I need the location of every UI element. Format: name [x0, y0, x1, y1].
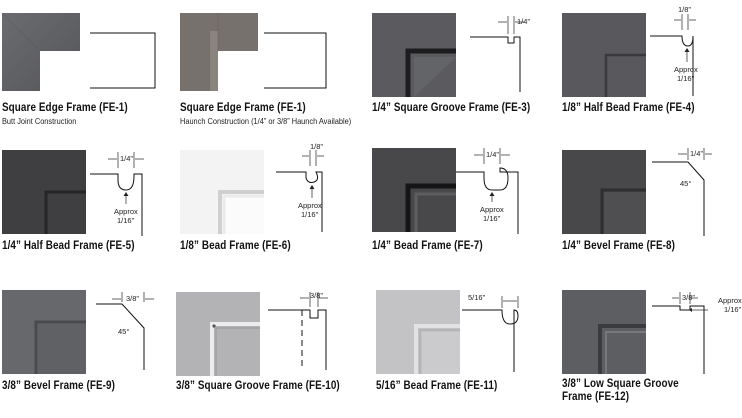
dimension-label: 3/8”: [310, 291, 323, 300]
frame-subtitle: Haunch Construction (1/4” or 3/8” Haunch…: [180, 116, 352, 126]
approx-value: 1/16”: [301, 210, 319, 219]
frame-title: 1/4” Bead Frame (FE-7): [372, 240, 483, 252]
frame-title: 1/8” Half Bead Frame (FE-4): [562, 102, 695, 114]
dimension-label: 1/4”: [690, 149, 703, 158]
dimension-label: 3/8”: [682, 293, 695, 302]
approx-label: Approx: [298, 201, 322, 210]
approx-label: Approx: [674, 65, 698, 74]
approx-value: 1/16”: [677, 74, 695, 83]
profile-drawing: 5/16”: [462, 290, 552, 380]
frame-title: 1/4” Half Bead Frame (FE-5): [2, 240, 135, 252]
frame-title: 3/8” Low Square Groove Frame (FE-12): [562, 378, 679, 403]
profile-drawing: 3/8” 45°: [92, 290, 182, 380]
approx-label: Approx: [718, 296, 742, 305]
frame-photo: [562, 13, 646, 97]
profile-drawing: 1/4”: [470, 12, 560, 92]
frame-photo: [2, 150, 86, 234]
frame-title: 1/4” Square Groove Frame (FE-3): [372, 102, 531, 114]
approx-value: 1/16”: [724, 305, 742, 314]
frame-title: 3/8” Bevel Frame (FE-9): [2, 380, 116, 392]
dimension-label: 1/8”: [310, 142, 323, 151]
frame-photo: [180, 13, 258, 91]
approx-label: Approx: [480, 205, 504, 214]
dimension-label: 5/16”: [468, 293, 486, 302]
frame-subtitle: Butt Joint Construction: [2, 116, 77, 126]
profile-drawing: 1/4” Approx 1/16”: [456, 144, 546, 234]
dimension-label: 1/4”: [120, 154, 133, 163]
profile-drawing: [90, 32, 170, 93]
profile-drawing: 3/8”: [268, 290, 358, 380]
profile-drawing: 1/4” Approx 1/16”: [90, 146, 180, 236]
angle-label: 45°: [680, 179, 691, 188]
frame-photo: [372, 13, 456, 97]
approx-value: 1/16”: [483, 214, 501, 223]
dimension-label: 3/8”: [126, 294, 139, 303]
profile-drawing: 1/8” Approx 1/16”: [276, 142, 366, 232]
frame-photo: [562, 150, 646, 234]
frame-photo: [372, 148, 456, 232]
dimension-label: 1/8”: [678, 5, 691, 14]
profile-drawing: 1/4” 45°: [648, 146, 738, 236]
dimension-label: 1/4”: [517, 17, 530, 26]
approx-value: 1/16”: [117, 216, 135, 225]
frame-photo: [562, 290, 646, 374]
frame-title: 5/16” Bead Frame (FE-11): [376, 380, 498, 392]
profile-drawing: [264, 32, 344, 93]
frame-title: 3/8” Square Groove Frame (FE-10): [176, 380, 340, 392]
frame-title: 1/8” Bead Frame (FE-6): [180, 240, 291, 252]
frame-photo: [376, 290, 460, 374]
frame-title: 1/4” Bevel Frame (FE-8): [562, 240, 676, 252]
frame-photo: [180, 150, 264, 234]
frame-photo: [176, 292, 260, 376]
frame-title: Square Edge Frame (FE-1): [2, 102, 128, 114]
frame-title: Square Edge Frame (FE-1): [180, 102, 306, 114]
frame-photo: [2, 13, 80, 91]
frame-photo: [2, 290, 86, 374]
angle-label: 45°: [118, 327, 129, 336]
profile-drawing: 1/8” Approx 1/16”: [650, 5, 740, 96]
dimension-label: 1/4”: [486, 150, 499, 159]
profile-drawing: 3/8” Approx 1/16”: [652, 290, 742, 380]
approx-label: Approx: [114, 207, 138, 216]
